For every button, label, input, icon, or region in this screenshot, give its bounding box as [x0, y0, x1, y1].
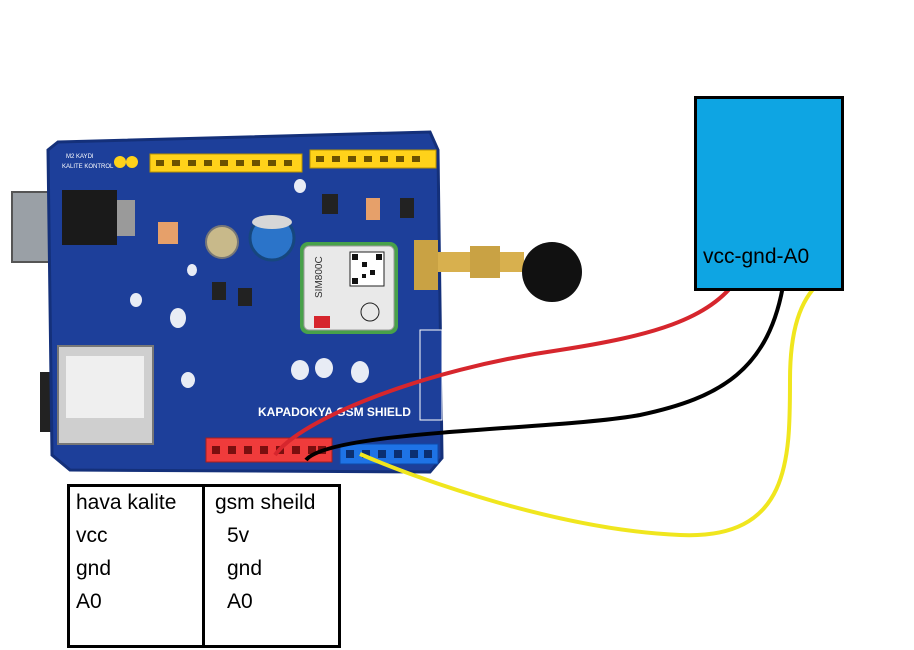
module-label: SIM800C [314, 256, 325, 298]
wire-vcc [273, 276, 740, 457]
sensor-pin-label: vcc-gnd-A0 [703, 245, 810, 268]
sim800c-module: SIM800C [300, 242, 398, 334]
bottom-header-red [205, 437, 333, 463]
table-header-shield: gsm sheild [215, 491, 316, 514]
table-column-shield: gsm sheild 5v gnd A0 [215, 487, 315, 619]
wire-a0 [359, 280, 822, 538]
smd-chip [212, 282, 226, 300]
antenna-nut [470, 246, 500, 278]
capacitor-top [252, 215, 292, 229]
antenna-connector [414, 240, 438, 290]
silk-top-label: M2 KAYDI [66, 154, 94, 160]
smd-chip [322, 194, 338, 214]
smd-chip [400, 198, 414, 218]
bottom-header-blue [339, 443, 439, 465]
antenna-ball [522, 242, 582, 302]
wire-gnd [304, 279, 786, 462]
voltage-regulator [62, 190, 117, 245]
resistor [366, 198, 380, 220]
resistor [158, 222, 178, 244]
pin-mapping-table: hava kalite vcc gnd A0 gsm sheild 5v gnd… [67, 484, 341, 648]
table-cell: vcc [76, 524, 108, 547]
table-cell: gnd [227, 557, 263, 580]
table-divider [202, 487, 205, 645]
table-cell: A0 [76, 590, 102, 613]
table-cell: A0 [227, 590, 253, 613]
sd-card-inner [66, 356, 144, 418]
balloon-decoration [130, 179, 369, 388]
top-header-left [149, 153, 303, 173]
jumper-pin [114, 156, 126, 168]
jumper-pin [126, 156, 138, 168]
table-cell: gnd [76, 557, 112, 580]
smd-chip [238, 288, 252, 306]
table-cell: 5v [227, 524, 250, 547]
table-column-sensor: hava kalite vcc gnd A0 [76, 487, 176, 619]
top-header-right [309, 149, 437, 169]
regulator-pins [117, 200, 135, 236]
table-header-sensor: hava kalite [76, 491, 177, 514]
capacitor-small [205, 225, 239, 259]
air-quality-sensor: vcc-gnd-A0 [694, 96, 844, 291]
silk-sub-label: KALITE KONTROL [62, 164, 114, 170]
